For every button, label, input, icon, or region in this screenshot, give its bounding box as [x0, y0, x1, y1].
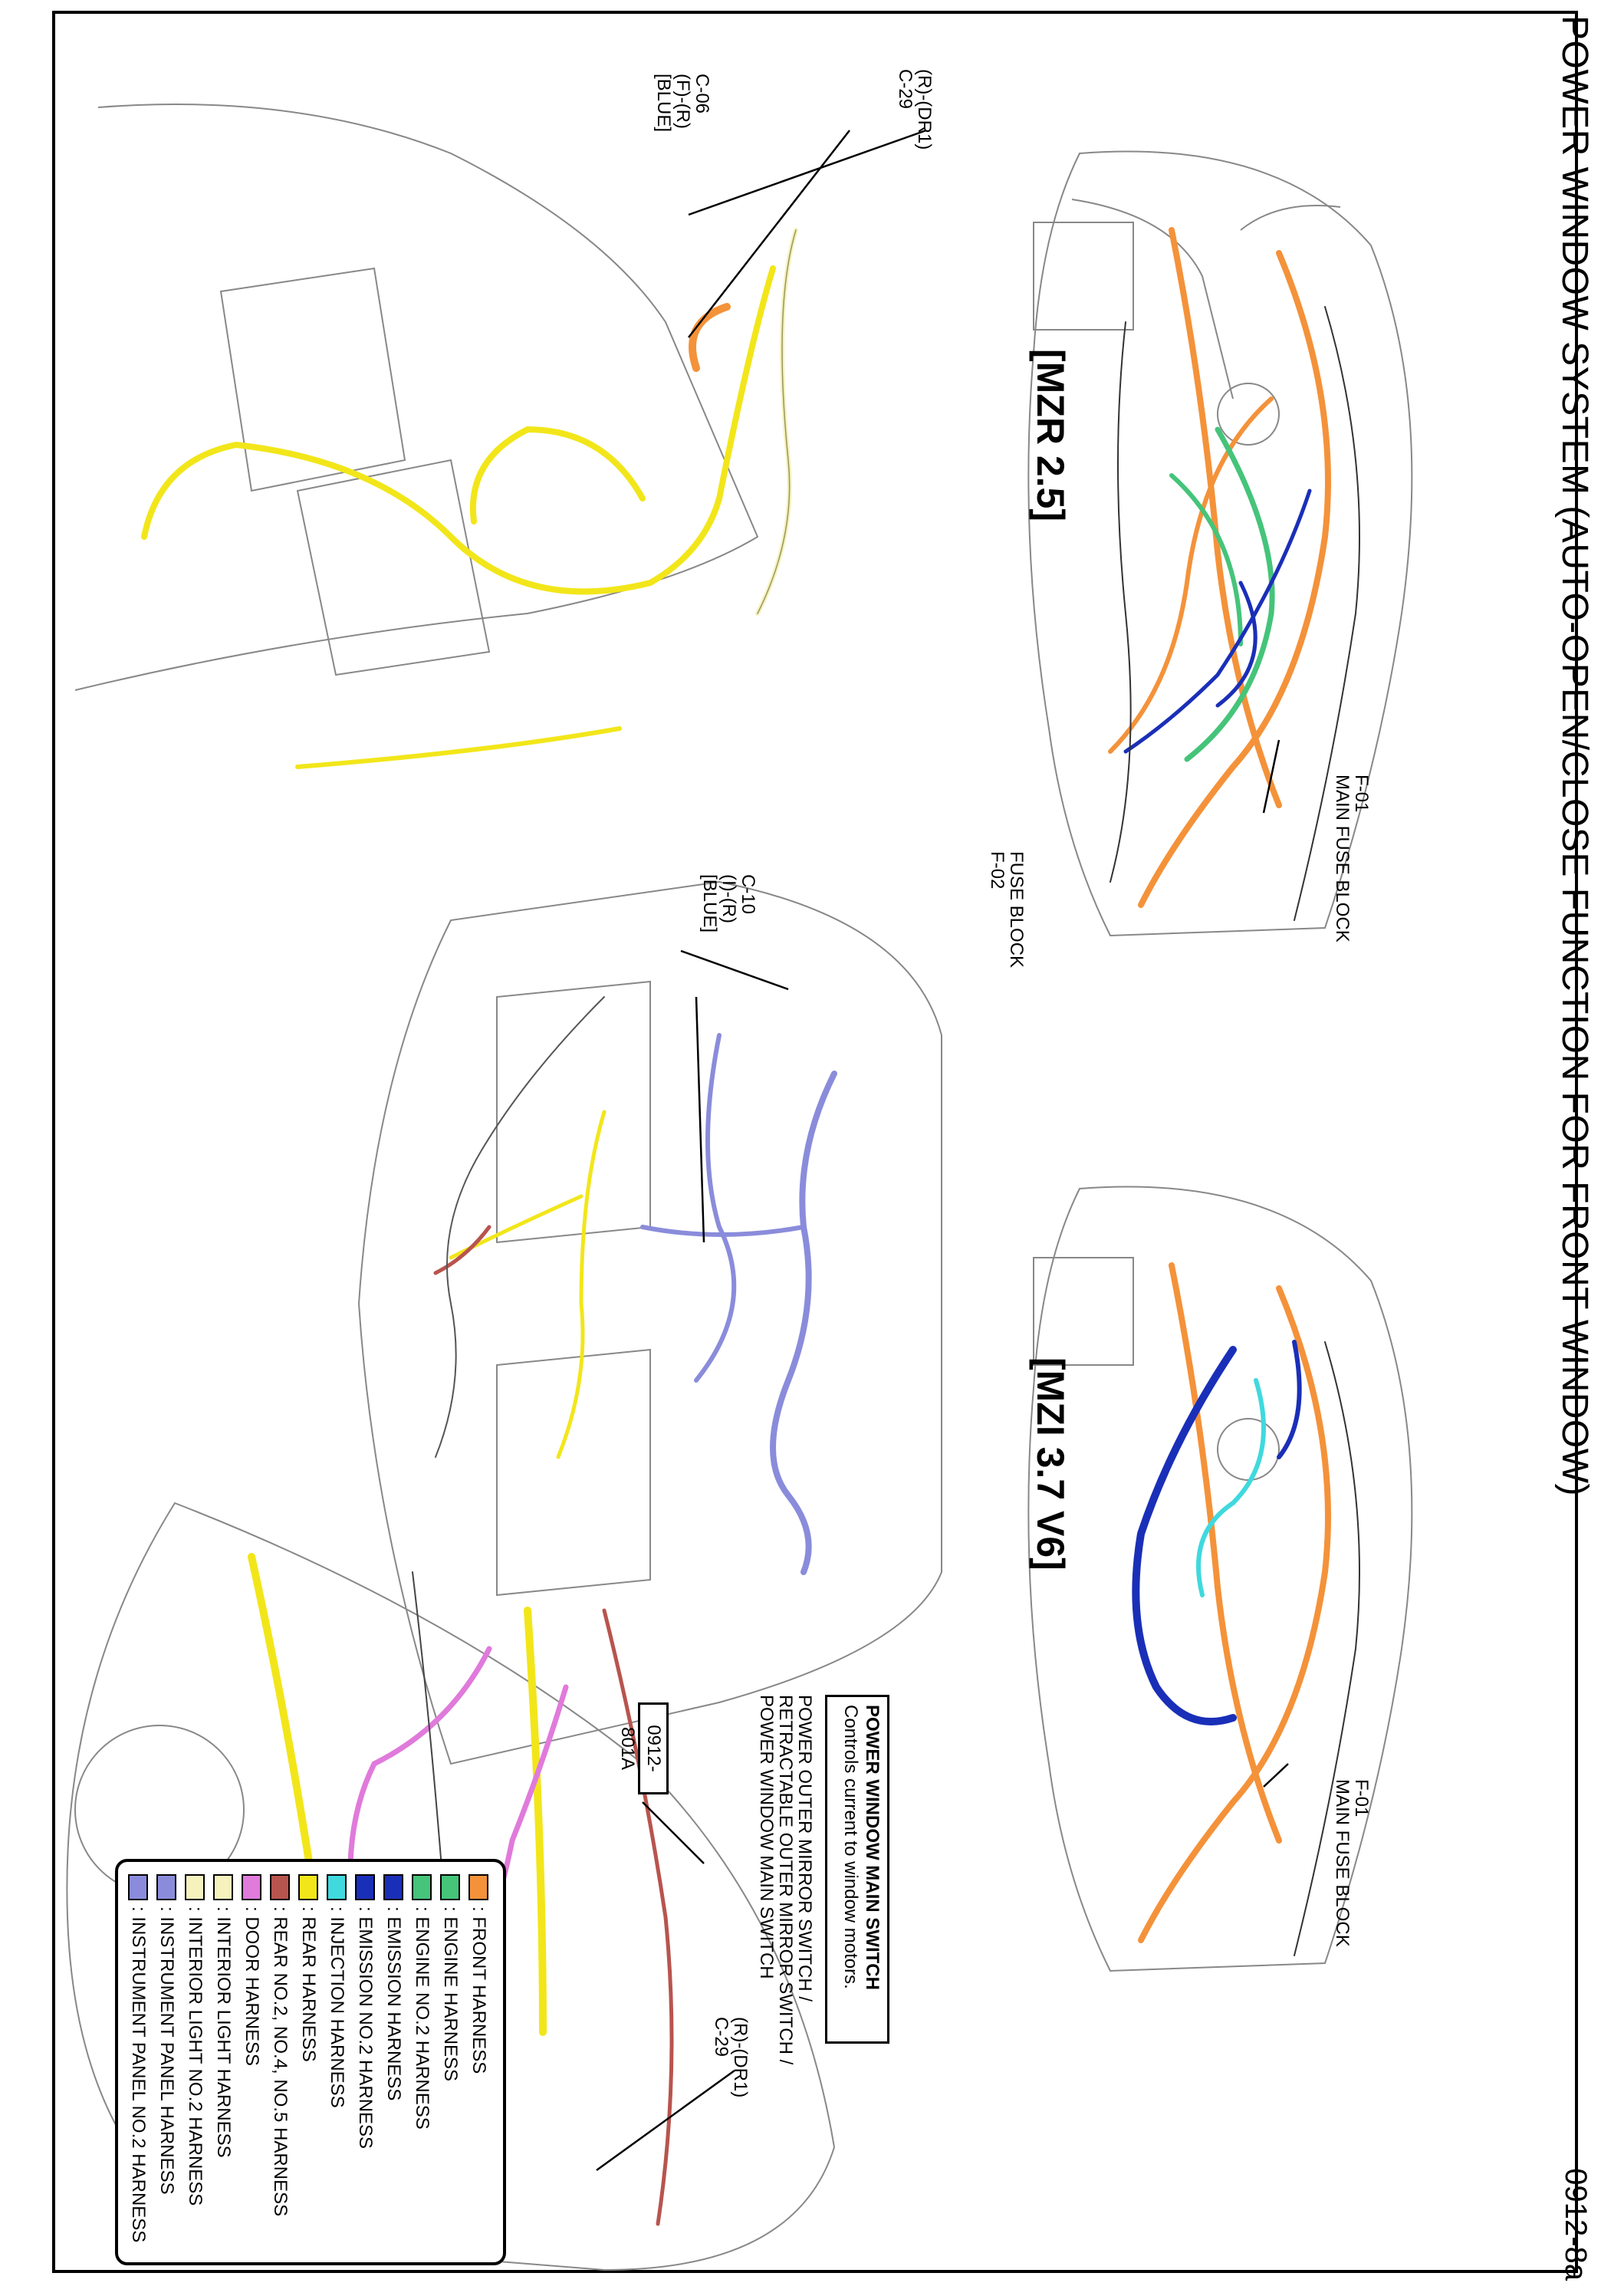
callout-c29-bottom: (R)-(DR1) C-29: [710, 2017, 751, 2098]
variant-mzr-heading: [MZR 2.5]: [1029, 349, 1072, 521]
battery-mzi: [1033, 1257, 1134, 1366]
leader-c29-bottom: [596, 2069, 735, 2172]
legend-label: : REAR HARNESS: [298, 1906, 319, 2062]
legend-swatch: [468, 1874, 488, 1900]
legend-label: : ENGINE HARNESS: [440, 1906, 461, 2082]
leader-c29-top: [688, 129, 927, 216]
legend-label: : REAR NO.2, NO.4, NO.5 HARNESS: [270, 1906, 291, 2217]
front-harness-mzr: [1138, 250, 1331, 908]
power-window-main-switch-box: POWER WINDOW MAIN SWITCH Controls curren…: [825, 1695, 889, 2044]
engine-bay-detail-mzr: [1071, 199, 1234, 400]
legend-swatch: [355, 1874, 375, 1900]
cabin-outline-mzr: [74, 104, 759, 691]
switch-box-heading: POWER WINDOW MAIN SWITCH: [862, 1705, 883, 1990]
callout-f01-top: F-01 MAIN FUSE BLOCK: [1331, 775, 1372, 942]
legend-item: : EMISSION HARNESS: [380, 1874, 407, 2100]
rear-harness-center: [556, 1110, 607, 1459]
interior-light-harness-mzr: [755, 228, 798, 616]
legend-item: : ENGINE NO.2 HARNESS: [408, 1874, 436, 2130]
legend-swatch: [383, 1874, 403, 1900]
legend-label: : INTERIOR LIGHT HARNESS: [213, 1906, 234, 2158]
reference-code-box: 0912-801A: [617, 1702, 669, 1794]
dash-outline: [357, 880, 942, 1765]
leader-f01-mid: [1263, 1763, 1289, 1788]
legend-item: : INTERIOR LIGHT NO.2 HARNESS: [181, 1874, 209, 2206]
legend-item: : EMISSION NO.2 HARNESS: [351, 1874, 379, 2149]
emission-harness-mzr: [1123, 488, 1312, 754]
injection-harness-mzi: [1196, 1378, 1266, 1597]
battery-mzr: [1033, 222, 1134, 331]
switch-box-description: Controls current to window motors.: [840, 1705, 861, 1989]
legend-label: : INJECTION HARNESS: [327, 1906, 347, 2108]
legend-swatch: [327, 1874, 347, 1900]
leader-switch: [642, 1801, 705, 1864]
legend-item: : REAR NO.2, NO.4, NO.5 HARNESS: [266, 1874, 294, 2216]
legend-item: : ENGINE HARNESS: [436, 1874, 464, 2081]
legend-label: : EMISSION HARNESS: [383, 1906, 404, 2101]
reservoir-mzr: [1217, 383, 1280, 446]
legend-label: : INTERIOR LIGHT NO.2 HARNESS: [185, 1906, 205, 2206]
legend-label: : EMISSION NO.2 HARNESS: [355, 1906, 376, 2150]
instrument-panel-harness: [770, 1071, 837, 1575]
legend-item: : DOOR HARNESS: [238, 1874, 265, 2066]
rear-no2-harness-center: [433, 1225, 491, 1275]
legend-label: : DOOR HARNESS: [242, 1906, 262, 2067]
legend-item: : INSTRUMENT PANEL HARNESS: [153, 1874, 180, 2195]
legend-swatch: [128, 1874, 148, 1900]
emission-harness-mzi: [1132, 1346, 1237, 1725]
rear-no2-harness-body: [602, 1608, 674, 2226]
legend-item: : INSTRUMENT PANEL NO.2 HARNESS: [124, 1874, 152, 2242]
car-body-outline: [66, 1502, 836, 2271]
legend-label: : FRONT HARNESS: [468, 1906, 489, 2074]
leader-c10: [695, 996, 705, 1243]
harness-legend: : FRONT HARNESS : ENGINE HARNESS : ENGINE …: [115, 1859, 506, 2265]
legend-swatch: [270, 1874, 290, 1900]
callout-f02: FUSE BLOCK F-02: [986, 851, 1027, 969]
legend-item: : INTERIOR LIGHT HARNESS: [209, 1874, 237, 2158]
front-harness-mzi: [1138, 1285, 1331, 1943]
legend-swatch: [242, 1874, 261, 1900]
legend-item: : INJECTION HARNESS: [323, 1874, 350, 2108]
legend-swatch: [440, 1874, 460, 1900]
leader-c06: [688, 130, 850, 338]
legend-swatch: [185, 1874, 205, 1900]
callout-switch-list: POWER OUTER MIRROR SWITCH / RETRACTABLE …: [755, 1695, 815, 2065]
reservoir-mzi: [1217, 1418, 1280, 1481]
legend-swatch: [213, 1874, 233, 1900]
front-harness-c06: [689, 303, 731, 372]
callout-c06: C-06 (F)-(R) [BLUE]: [653, 74, 712, 133]
variant-mzi-heading: [MZI 3.7 V6]: [1029, 1357, 1072, 1571]
legend-label: : INSTRUMENT PANEL HARNESS: [156, 1906, 177, 2195]
legend-swatch: [156, 1874, 176, 1900]
engine-bay-outline-mzr: [1027, 150, 1413, 937]
engine-harness-mzr: [1184, 426, 1275, 762]
legend-item: : REAR HARNESS: [294, 1874, 322, 2062]
legend-item: : FRONT HARNESS: [465, 1874, 492, 2074]
leader-f02: [680, 949, 789, 991]
legend-label: : ENGINE NO.2 HARNESS: [412, 1906, 432, 2130]
callout-f01-mid: F-01 MAIN FUSE BLOCK: [1331, 1779, 1372, 1947]
engine-bay-outline-mzi: [1027, 1186, 1413, 1972]
callout-c10: C-10 (I)-(R) [BLUE]: [699, 874, 758, 933]
leader-f01-top: [1262, 739, 1280, 814]
rear-harness-mzr: [141, 265, 776, 595]
legend-swatch: [298, 1874, 318, 1900]
callout-c29-top: (R)-(DR1) C-29: [894, 69, 935, 150]
legend-swatch: [412, 1874, 432, 1900]
legend-label: : INSTRUMENT PANEL NO.2 HARNESS: [128, 1906, 149, 2243]
